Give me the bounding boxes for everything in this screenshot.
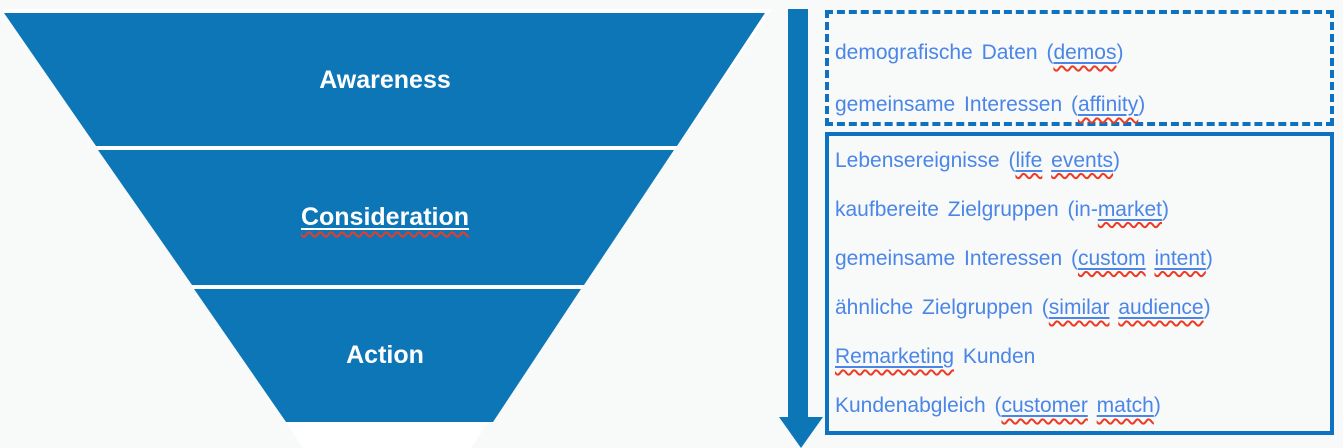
squiggle-wrap: events [1051,149,1113,173]
squiggle-wrap: similar [1049,296,1110,320]
text-segment: ) [1153,394,1161,418]
underlined-term: affinity [1077,93,1139,116]
text-segment: Kunden [954,344,1036,368]
text-segment: ) [1113,148,1121,172]
stage-label-awareness: Awareness [0,66,770,94]
underlined-term: match [1096,394,1154,418]
list-item: kaufbereite Zielgruppen (in-market) [829,185,1330,234]
list-item: Remarketing Kunden [829,332,1330,381]
list-item: Kundenabgleich (customer match) [829,381,1330,430]
squiggle-wrap: Consideration [301,203,469,231]
underlined-term: audience [1118,295,1204,319]
squiggle-wrap: market [1098,198,1162,222]
squiggle-wrap: life [1015,149,1042,173]
list-item: ähnliche Zielgruppen (similar audience) [829,283,1330,332]
text-segment: ) [1162,197,1169,221]
text-segment: demografische Daten ( [835,41,1054,64]
text-segment: Kundenabgleich ( [835,394,1002,418]
list-item: gemeinsame Interessen (custom intent) [829,234,1330,283]
list-item: demografische Daten (demos) [829,27,1330,79]
text-segment [1042,149,1051,173]
marketing-funnel-diagram: Awareness Consideration Action [0,13,770,422]
squiggle-wrap: affinity [1078,93,1138,117]
upper-funnel-targeting-box: demografische Daten (demos) gemeinsame I… [825,10,1334,126]
squiggle-wrap: custom [1078,247,1146,271]
underlined-term: intent [1154,246,1206,270]
stage-label-text: Consideration [300,203,470,231]
text-segment: gemeinsame Interessen ( [835,93,1078,116]
list-item: Lebensereignisse (life events) [829,136,1330,185]
underlined-term: customer [1001,394,1088,418]
text-segment [1146,247,1155,271]
funnel-stage-awareness [4,13,765,146]
funnel-stage-consideration [98,150,674,285]
stage-label-text: Awareness [319,66,451,94]
text-segment: ) [1203,295,1211,319]
underlined-term: market [1097,197,1162,221]
underlined-term: events [1051,148,1114,172]
text-segment [1088,394,1097,418]
squiggle-wrap: audience [1118,296,1203,320]
text-segment: gemeinsame Interessen ( [835,246,1078,270]
text-segment: Lebensereignisse ( [835,148,1016,172]
text-segment: ) [1205,246,1213,270]
text-segment: ) [1138,93,1146,116]
stage-label-action: Action [0,341,770,369]
squiggle-wrap: demos [1053,41,1116,65]
underlined-term: life [1015,148,1043,172]
lower-funnel-targeting-box: Lebensereignisse (life events) kaufberei… [825,132,1334,435]
underlined-term: similar [1048,295,1110,319]
list-item: gemeinsame Interessen (affinity) [829,79,1330,131]
underlined-term: demos [1053,41,1117,64]
stage-label-text: Action [346,341,424,369]
text-segment: kaufbereite Zielgruppen (in- [835,197,1098,221]
squiggle-wrap: customer [1001,394,1087,418]
text-segment [1109,296,1118,320]
underlined-term: custom [1077,246,1146,270]
underlined-term: Remarketing [835,344,955,368]
stage-label-consideration: Consideration [0,203,770,231]
squiggle-wrap: match [1097,394,1154,418]
down-arrow-shaft [788,9,808,418]
text-segment: ähnliche Zielgruppen ( [835,295,1049,319]
down-arrow-head-icon [779,417,823,448]
squiggle-wrap: Remarketing [835,345,954,369]
text-segment: ) [1116,41,1124,64]
squiggle-wrap: intent [1154,247,1205,271]
